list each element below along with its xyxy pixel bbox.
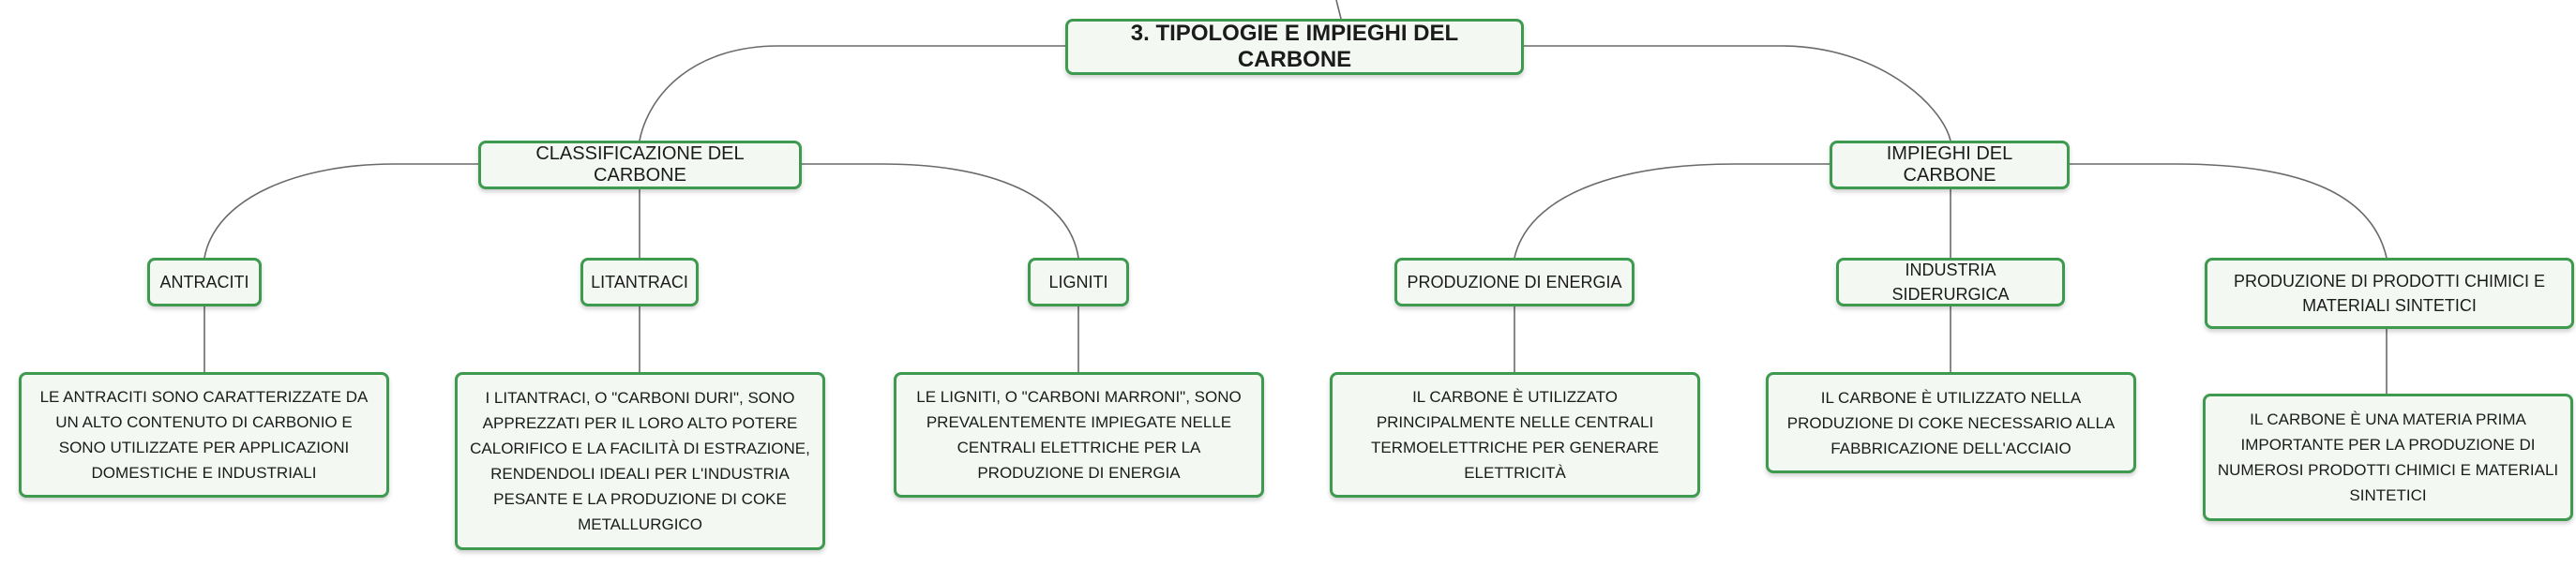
link-impieghi-energia [1514, 163, 1830, 259]
node-ligniti[interactable]: LIGNITI [1028, 258, 1129, 306]
node-classificazione[interactable]: CLASSIFICAZIONE DEL CARBONE [478, 141, 802, 189]
desc-litantraci[interactable]: I LITANTRACI, O "CARBONI DURI", SONO APP… [455, 372, 825, 550]
energia-label: PRODUZIONE DI ENERGIA [1407, 273, 1622, 291]
node-litantraci[interactable]: LITANTRACI [580, 258, 699, 306]
node-energia[interactable]: PRODUZIONE DI ENERGIA [1394, 258, 1634, 306]
energia-desc-text: IL CARBONE È UTILIZZATO PRINCIPALMENTE N… [1371, 388, 1659, 482]
siderurgica-desc-text: IL CARBONE È UTILIZZATO NELLA PRODUZIONE… [1786, 388, 2116, 457]
node-antraciti[interactable]: ANTRACITI [147, 258, 262, 306]
node-impieghi[interactable]: IMPIEGHI DEL CARBONE [1830, 141, 2070, 189]
link-root-impieghi [1524, 45, 1951, 142]
litantraci-desc-text: I LITANTRACI, O "CARBONI DURI", SONO APP… [470, 389, 810, 533]
link-classificazione-ligniti [802, 163, 1079, 259]
chimici-desc-text: IL CARBONE È UNA MATERIA PRIMA IMPORTANT… [2217, 410, 2559, 504]
siderurgica-label: INDUSTRIA SIDERURGICA [1891, 261, 2010, 304]
desc-chimici[interactable]: IL CARBONE È UNA MATERIA PRIMA IMPORTANT… [2203, 394, 2573, 521]
desc-antraciti[interactable]: LE ANTRACITI SONO CARATTERIZZATE DA UN A… [19, 372, 389, 498]
root-node[interactable]: 3. TIPOLOGIE E IMPIEGHI DEL CARBONE [1065, 19, 1524, 75]
antraciti-desc-text: LE ANTRACITI SONO CARATTERIZZATE DA UN A… [39, 388, 369, 482]
link-classificazione-antraciti [203, 163, 478, 259]
desc-siderurgica[interactable]: IL CARBONE È UTILIZZATO NELLA PRODUZIONE… [1766, 372, 2136, 473]
node-chimici[interactable]: PRODUZIONE DI PRODOTTI CHIMICI E MATERIA… [2205, 258, 2574, 329]
impieghi-label: IMPIEGHI DEL CARBONE [1886, 143, 2013, 186]
root-label: 3. TIPOLOGIE E IMPIEGHI DEL CARBONE [1130, 21, 1459, 72]
link-top [1335, 0, 1342, 20]
litantraci-label: LITANTRACI [591, 273, 688, 291]
ligniti-label: LIGNITI [1048, 273, 1108, 291]
classificazione-label: CLASSIFICAZIONE DEL CARBONE [535, 143, 745, 186]
node-siderurgica[interactable]: INDUSTRIA SIDERURGICA [1836, 258, 2065, 306]
antraciti-label: ANTRACITI [159, 273, 249, 291]
link-root-classificazione [639, 45, 1065, 142]
desc-energia[interactable]: IL CARBONE È UTILIZZATO PRINCIPALMENTE N… [1330, 372, 1700, 498]
chimici-label: PRODUZIONE DI PRODOTTI CHIMICI E MATERIA… [2233, 272, 2545, 315]
link-impieghi-chimici [2070, 163, 2388, 259]
desc-ligniti[interactable]: LE LIGNITI, O "CARBONI MARRONI", SONO PR… [894, 372, 1264, 498]
ligniti-desc-text: LE LIGNITI, O "CARBONI MARRONI", SONO PR… [916, 388, 1242, 482]
